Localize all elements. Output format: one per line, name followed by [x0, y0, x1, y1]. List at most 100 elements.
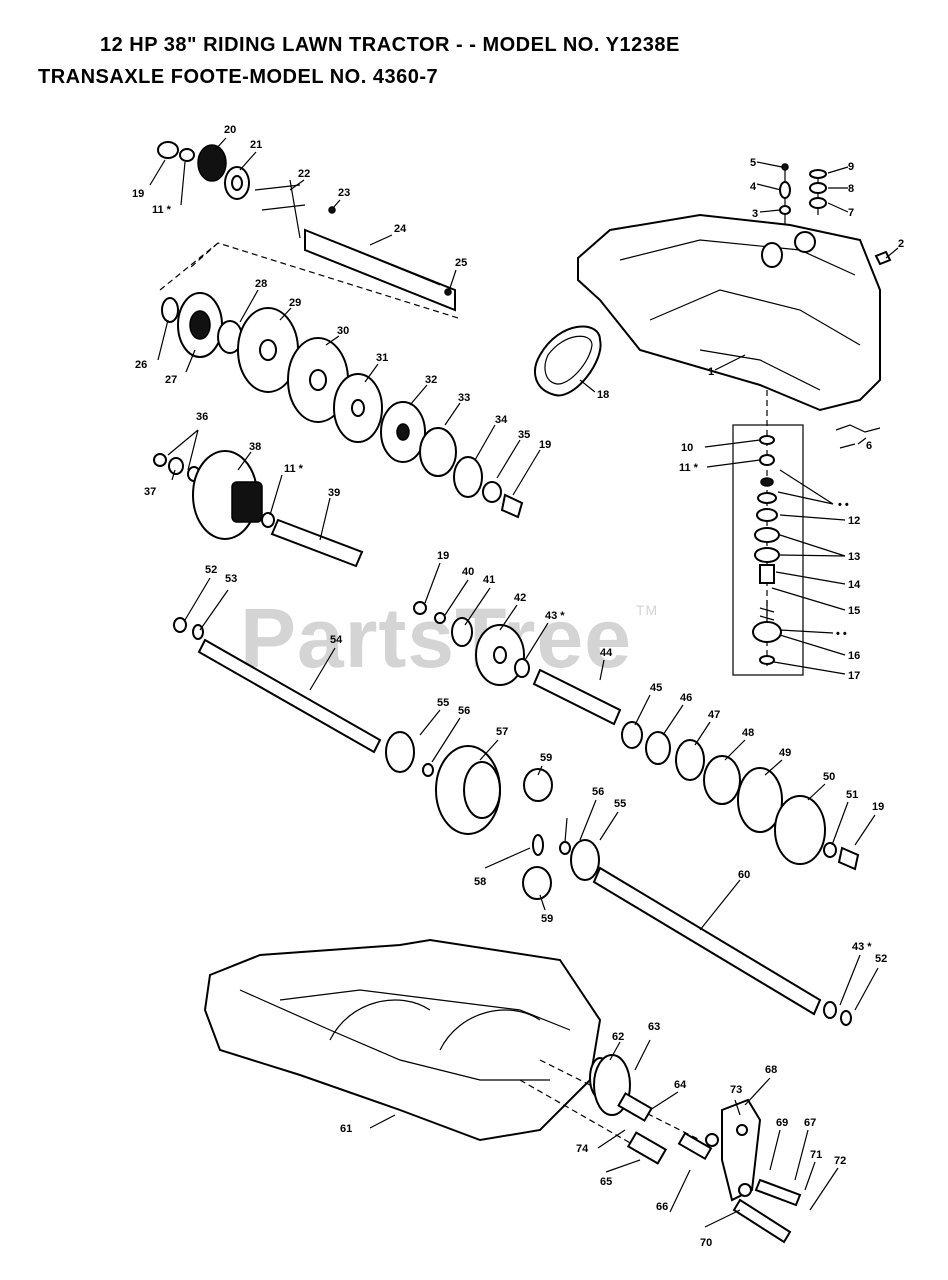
label-26: 26	[135, 359, 147, 371]
label-43b: 43 *	[852, 941, 872, 953]
label-11c: 11 *	[679, 462, 699, 474]
label-5: 5	[750, 157, 756, 169]
label-19c: 19	[437, 550, 449, 562]
label-28: 28	[255, 278, 267, 290]
label-72: 72	[834, 1155, 846, 1167]
gear-cluster-left	[153, 450, 364, 568]
label-69: 69	[776, 1117, 788, 1129]
label-dots-15: • •	[836, 628, 847, 640]
label-64: 64	[674, 1079, 687, 1091]
middle-shaft-assembly	[413, 601, 860, 871]
label-68: 68	[765, 1064, 777, 1076]
label-49: 49	[779, 747, 791, 759]
drive-chain	[534, 325, 602, 397]
label-59b: 59	[541, 913, 553, 925]
label-66: 66	[656, 1201, 668, 1213]
diagram-title: 12 HP 38" RIDING LAWN TRACTOR - - MODEL …	[100, 34, 680, 56]
label-54: 54	[330, 634, 343, 646]
brake-assembly	[589, 1054, 802, 1244]
label-44: 44	[600, 647, 613, 659]
label-29: 29	[289, 297, 301, 309]
label-41: 41	[483, 574, 495, 586]
label-60: 60	[738, 869, 750, 881]
label-10: 10	[681, 442, 693, 454]
transaxle-housing-bottom	[203, 938, 701, 1161]
label-56b: 56	[592, 786, 604, 798]
label-11b: 11 *	[284, 463, 304, 475]
label-8: 8	[848, 183, 854, 195]
label-36: 36	[196, 411, 208, 423]
label-19b: 19	[539, 439, 551, 451]
label-55b: 55	[614, 798, 626, 810]
label-65: 65	[600, 1176, 612, 1188]
label-30: 30	[337, 325, 349, 337]
label-14: 14	[848, 579, 861, 591]
label-21: 21	[250, 139, 262, 151]
label-33: 33	[458, 392, 470, 404]
leader-lines	[149, 137, 899, 1228]
label-1: 1	[708, 366, 714, 378]
part-labels: 19 11 * 20 21 22 23 24 25 26 27 28 29 30…	[132, 124, 904, 1249]
label-13: 13	[848, 551, 860, 563]
label-63: 63	[648, 1021, 660, 1033]
transaxle-housing-top	[577, 163, 892, 449]
label-19d: 19	[872, 801, 884, 813]
label-37: 37	[144, 486, 156, 498]
label-70: 70	[700, 1237, 712, 1249]
label-62: 62	[612, 1031, 624, 1043]
label-12: 12	[848, 515, 860, 527]
label-47: 47	[708, 709, 720, 721]
label-35: 35	[518, 429, 530, 441]
label-32: 32	[425, 374, 437, 386]
label-58: 58	[474, 876, 486, 888]
label-52b: 52	[875, 953, 887, 965]
label-61: 61	[340, 1123, 352, 1135]
label-23: 23	[338, 187, 350, 199]
label-43: 43 *	[545, 610, 565, 622]
gear-cluster-upper	[161, 292, 524, 519]
label-73: 73	[730, 1084, 742, 1096]
label-39: 39	[328, 487, 340, 499]
label-20: 20	[224, 124, 236, 136]
shift-assembly	[732, 390, 804, 676]
label-22: 22	[298, 168, 310, 180]
label-3: 3	[752, 208, 758, 220]
label-25: 25	[455, 257, 467, 269]
label-71: 71	[810, 1149, 822, 1161]
label-2: 2	[898, 238, 904, 250]
label-27: 27	[165, 374, 177, 386]
label-11: 11 *	[152, 204, 172, 216]
label-52: 52	[205, 564, 217, 576]
label-15: 15	[848, 605, 860, 617]
label-19: 19	[132, 188, 144, 200]
label-48: 48	[742, 727, 754, 739]
diagram-subtitle: TRANSAXLE FOOTE-MODEL NO. 4360-7	[38, 66, 439, 88]
label-dots-12: • •	[838, 499, 849, 511]
label-31: 31	[376, 352, 388, 364]
label-55: 55	[437, 697, 449, 709]
label-9: 9	[848, 161, 854, 173]
label-40: 40	[462, 566, 474, 578]
label-7: 7	[848, 207, 854, 219]
label-50: 50	[823, 771, 835, 783]
label-51: 51	[846, 789, 858, 801]
label-18: 18	[597, 389, 609, 401]
label-34: 34	[495, 414, 508, 426]
axle-assembly	[173, 617, 852, 1026]
label-45: 45	[650, 682, 662, 694]
label-57: 57	[496, 726, 508, 738]
label-74: 74	[576, 1143, 589, 1155]
label-42: 42	[514, 592, 526, 604]
label-4: 4	[750, 181, 757, 193]
label-67: 67	[804, 1117, 816, 1129]
label-38: 38	[249, 441, 261, 453]
label-59: 59	[540, 752, 552, 764]
label-56: 56	[458, 705, 470, 717]
label-16: 16	[848, 650, 860, 662]
upper-shaft-assembly	[157, 141, 459, 319]
label-6: 6	[866, 440, 872, 452]
label-24: 24	[394, 223, 407, 235]
